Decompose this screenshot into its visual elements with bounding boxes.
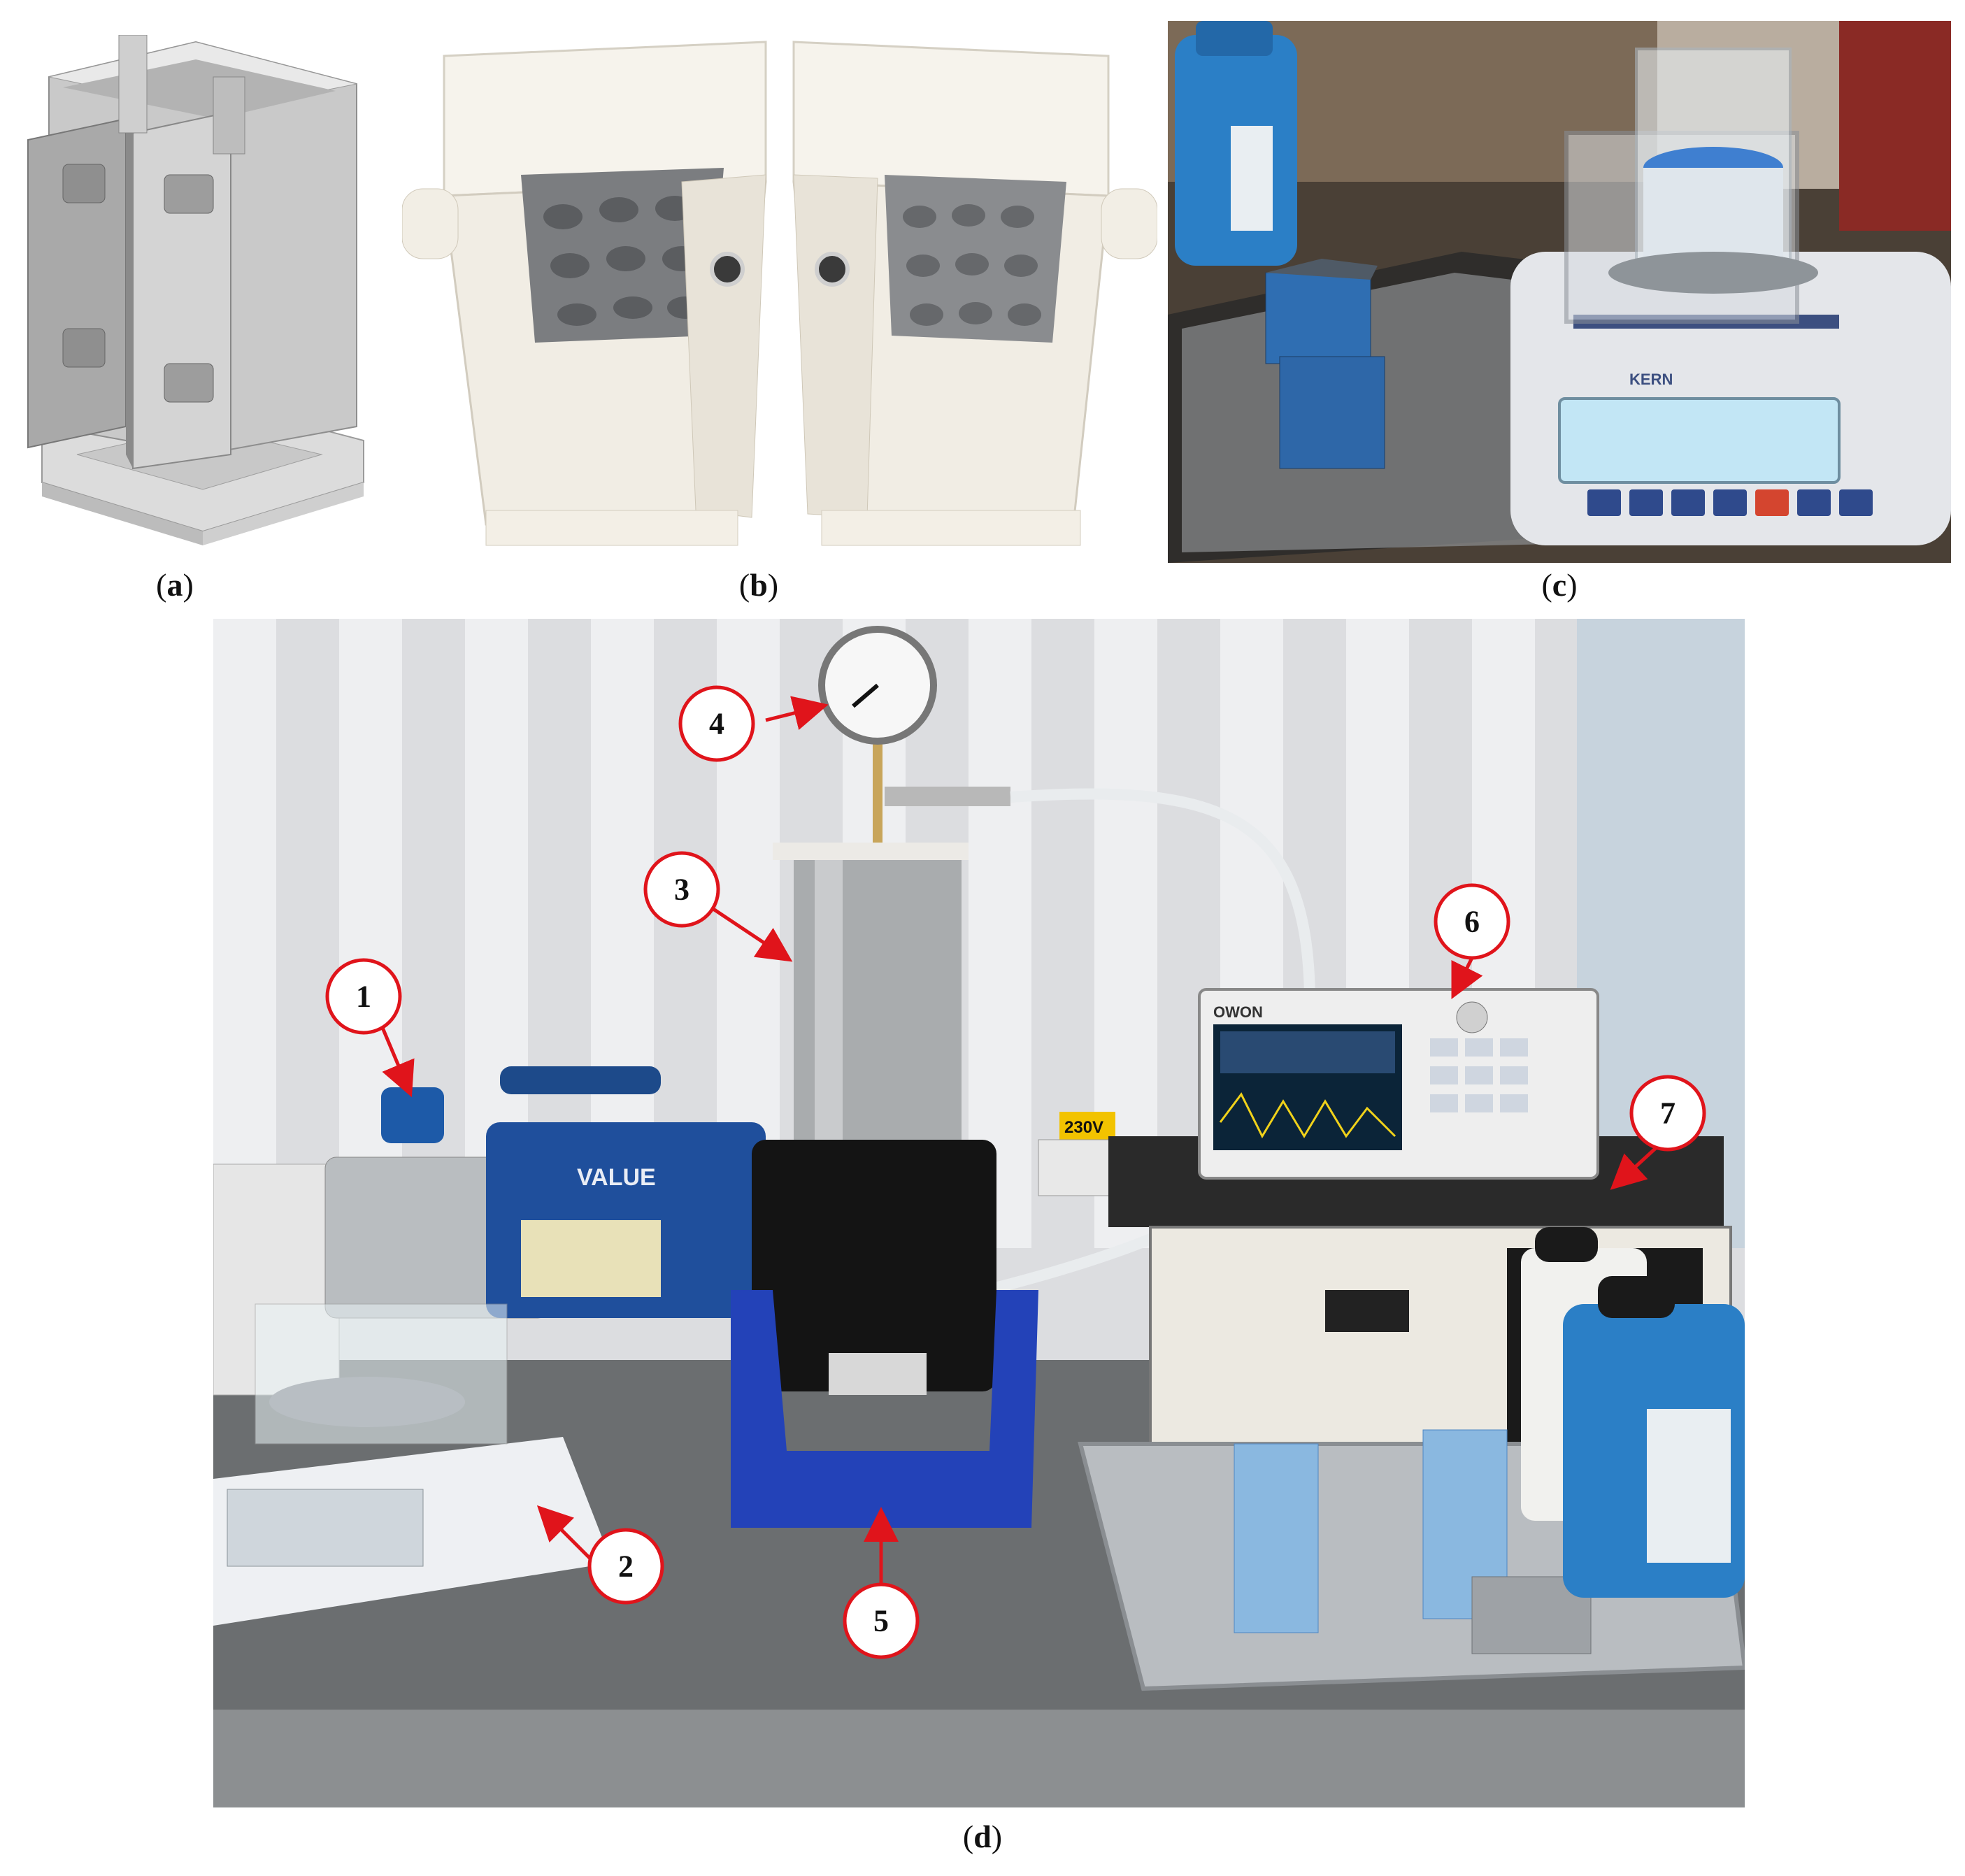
- panel-c-image: KERN: [1168, 21, 1951, 563]
- panel-d-caption: (d): [962, 1819, 1003, 1854]
- panel-b-image: [402, 28, 1157, 552]
- balance-brand-text: KERN: [1629, 371, 1673, 388]
- panel-a-image: [21, 35, 371, 545]
- panel-c-caption: (c): [1541, 567, 1578, 603]
- pump-brand-text: VALUE: [577, 1164, 656, 1191]
- panel-d-image: VALUE 230V OWON: [213, 619, 1745, 1807]
- generator-brand-text: OWON: [1213, 1003, 1263, 1021]
- panel-a-caption: (a): [156, 567, 194, 603]
- panel-b-caption: (b): [738, 567, 779, 603]
- voltage-sign-text: 230V: [1064, 1118, 1103, 1137]
